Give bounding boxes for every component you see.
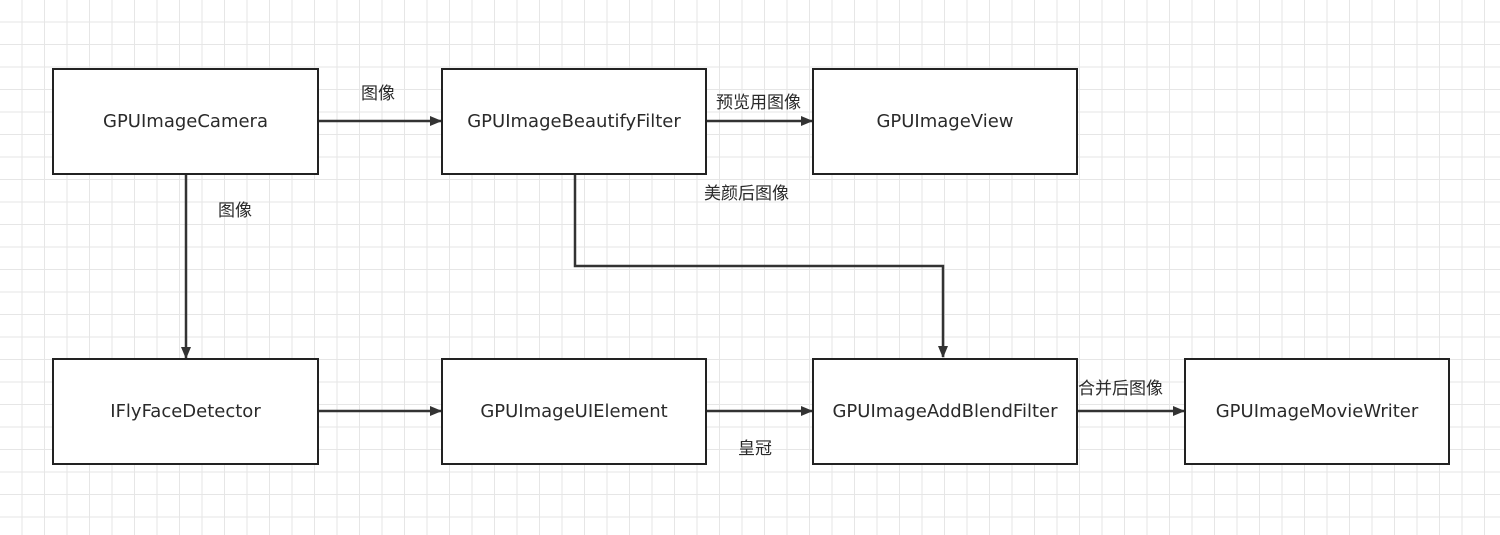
node-label: GPUImageAddBlendFilter xyxy=(832,401,1058,422)
node-label: GPUImageView xyxy=(876,111,1014,132)
node-gpuimage-add-blend-filter[interactable]: GPUImageAddBlendFilter xyxy=(812,358,1078,465)
edge-label-camera-to-detector: 图像 xyxy=(218,201,252,221)
node-gpuimage-movie-writer[interactable]: GPUImageMovieWriter xyxy=(1184,358,1450,465)
node-gpuimage-camera[interactable]: GPUImageCamera xyxy=(52,68,319,175)
node-label: GPUImageMovieWriter xyxy=(1215,401,1419,422)
node-ifly-face-detector[interactable]: IFlyFaceDetector xyxy=(52,358,319,465)
edge-beautify-to-blend xyxy=(573,175,948,358)
node-gpuimage-view[interactable]: GPUImageView xyxy=(812,68,1078,175)
node-gpuimage-beautify-filter[interactable]: GPUImageBeautifyFilter xyxy=(441,68,707,175)
node-label: IFlyFaceDetector xyxy=(110,401,261,422)
node-label: GPUImageBeautifyFilter xyxy=(467,111,681,132)
edge-label-blend-to-writer: 合并后图像 xyxy=(1078,379,1163,399)
node-label: GPUImageCamera xyxy=(103,111,268,132)
edge-label-ui-element-to-blend: 皇冠 xyxy=(738,439,772,459)
node-label: GPUImageUIElement xyxy=(480,401,668,422)
node-gpuimage-ui-element[interactable]: GPUImageUIElement xyxy=(441,358,707,465)
edge-label-beautify-to-view: 预览用图像 xyxy=(716,93,801,113)
edge-label-beautify-to-blend: 美颜后图像 xyxy=(704,184,789,204)
edge-label-camera-to-beautify: 图像 xyxy=(361,84,395,104)
